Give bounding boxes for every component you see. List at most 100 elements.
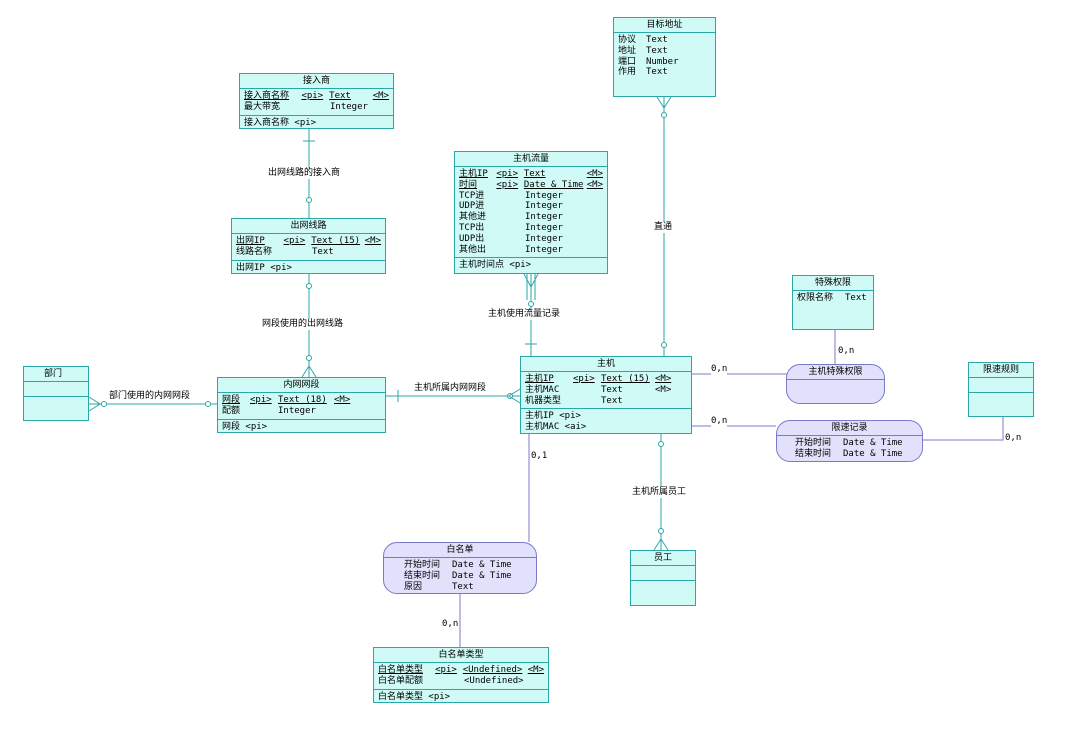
attribute-list: 主机IP<pi>Text<M> 时间<pi>Date & Time<M> TCP… [455, 167, 607, 259]
attribute-list [631, 566, 695, 581]
key-list [631, 581, 695, 585]
entity-department[interactable]: 部门 [23, 366, 89, 421]
entity-title: 出网线路 [232, 219, 385, 234]
cardinality-host-rate: 0,n [711, 416, 728, 427]
key-row: 接入商名称 <pi> [244, 117, 317, 128]
attribute-row: 白名单类型<pi><Undefined><M> [378, 665, 544, 675]
entity-whitelist-type[interactable]: 白名单类型 白名单类型<pi><Undefined><M> 白名单配额<Unde… [373, 647, 549, 703]
attribute-row: 网段<pi>Text (18)<M> [222, 395, 351, 405]
relation-title: 限速记录 [777, 421, 922, 436]
entity-title: 内网网段 [218, 378, 385, 393]
relation-host-special-permission[interactable]: 主机特殊权限 [786, 364, 885, 404]
key-row: 主机时间点 <pi> [459, 260, 532, 271]
cardinality-whitelist-host: 0,1 [531, 451, 548, 462]
cardinality-whitelist-type: 0,n [442, 619, 459, 630]
cardinality-special-perm: 0,n [838, 346, 855, 357]
entity-title: 白名单类型 [374, 648, 548, 663]
key-list: 出网IP <pi> [232, 261, 385, 276]
relation-title: 主机特殊权限 [787, 365, 884, 380]
key-list [969, 393, 1033, 397]
entity-title: 主机 [521, 357, 691, 372]
entity-employee[interactable]: 员工 [630, 550, 696, 606]
label-host-segment: 主机所属内网网段 [414, 383, 487, 394]
attribute-row: 主机IP<pi>Text<M> [459, 169, 604, 179]
key-row: 网段 <pi> [222, 421, 268, 432]
label-dept-segment: 部门使用的内网网段 [109, 391, 191, 402]
relation-title: 白名单 [384, 543, 536, 558]
label-host-traffic-record: 主机使用流量记录 [488, 309, 561, 320]
attribute-list [969, 378, 1033, 393]
key-list: 接入商名称 <pi> [240, 116, 393, 131]
cardinality-rate-rule: 0,n [1005, 433, 1022, 444]
attribute-list [24, 382, 88, 397]
attribute-row: 时间<pi>Date & Time<M> [459, 179, 604, 190]
key-list: 白名单类型 <pi> [374, 690, 548, 705]
entity-title: 特殊权限 [793, 276, 873, 291]
key-list: 主机IP <pi> 主机MAC <ai> [521, 409, 691, 435]
entity-title: 主机流量 [455, 152, 607, 167]
key-row: 主机MAC <ai> [525, 422, 587, 433]
label-host-employee: 主机所属员工 [632, 487, 687, 498]
cardinality-host-special: 0,n [711, 364, 728, 375]
label-direct: 直通 [654, 222, 673, 233]
entity-rate-limit-rule[interactable]: 限速规则 [968, 362, 1034, 417]
link-ratelimit-rule [923, 417, 1004, 441]
entity-title: 员工 [631, 551, 695, 566]
key-row: 主机IP <pi> [525, 411, 581, 422]
key-row: 白名单类型 <pi> [378, 691, 451, 702]
entity-host-traffic[interactable]: 主机流量 主机IP<pi>Text<M> 时间<pi>Date & Time<M… [454, 151, 608, 274]
key-row: 出网IP <pi> [236, 262, 292, 273]
label-outbound-isp: 出网线路的接入商 [268, 168, 341, 179]
entity-title: 目标地址 [614, 18, 715, 33]
entity-title: 接入商 [240, 74, 393, 89]
entity-title: 限速规则 [969, 363, 1033, 378]
key-list [24, 397, 88, 401]
label-segment-line: 网段使用的出网线路 [262, 319, 344, 330]
attribute-row: 白名单配额<Undefined> [378, 675, 524, 686]
attribute-row: 主机IP<pi>Text (15)<M> [525, 374, 672, 384]
entity-title: 部门 [24, 367, 88, 382]
attribute-row: 接入商名称<pi>Text<M> [244, 91, 390, 101]
key-list: 网段 <pi> [218, 420, 385, 435]
attribute-list: 白名单类型<pi><Undefined><M> 白名单配额<Undefined> [374, 663, 548, 690]
key-list: 主机时间点 <pi> [455, 258, 607, 273]
attribute-row: 出网IP<pi>Text (15)<M> [236, 236, 381, 246]
